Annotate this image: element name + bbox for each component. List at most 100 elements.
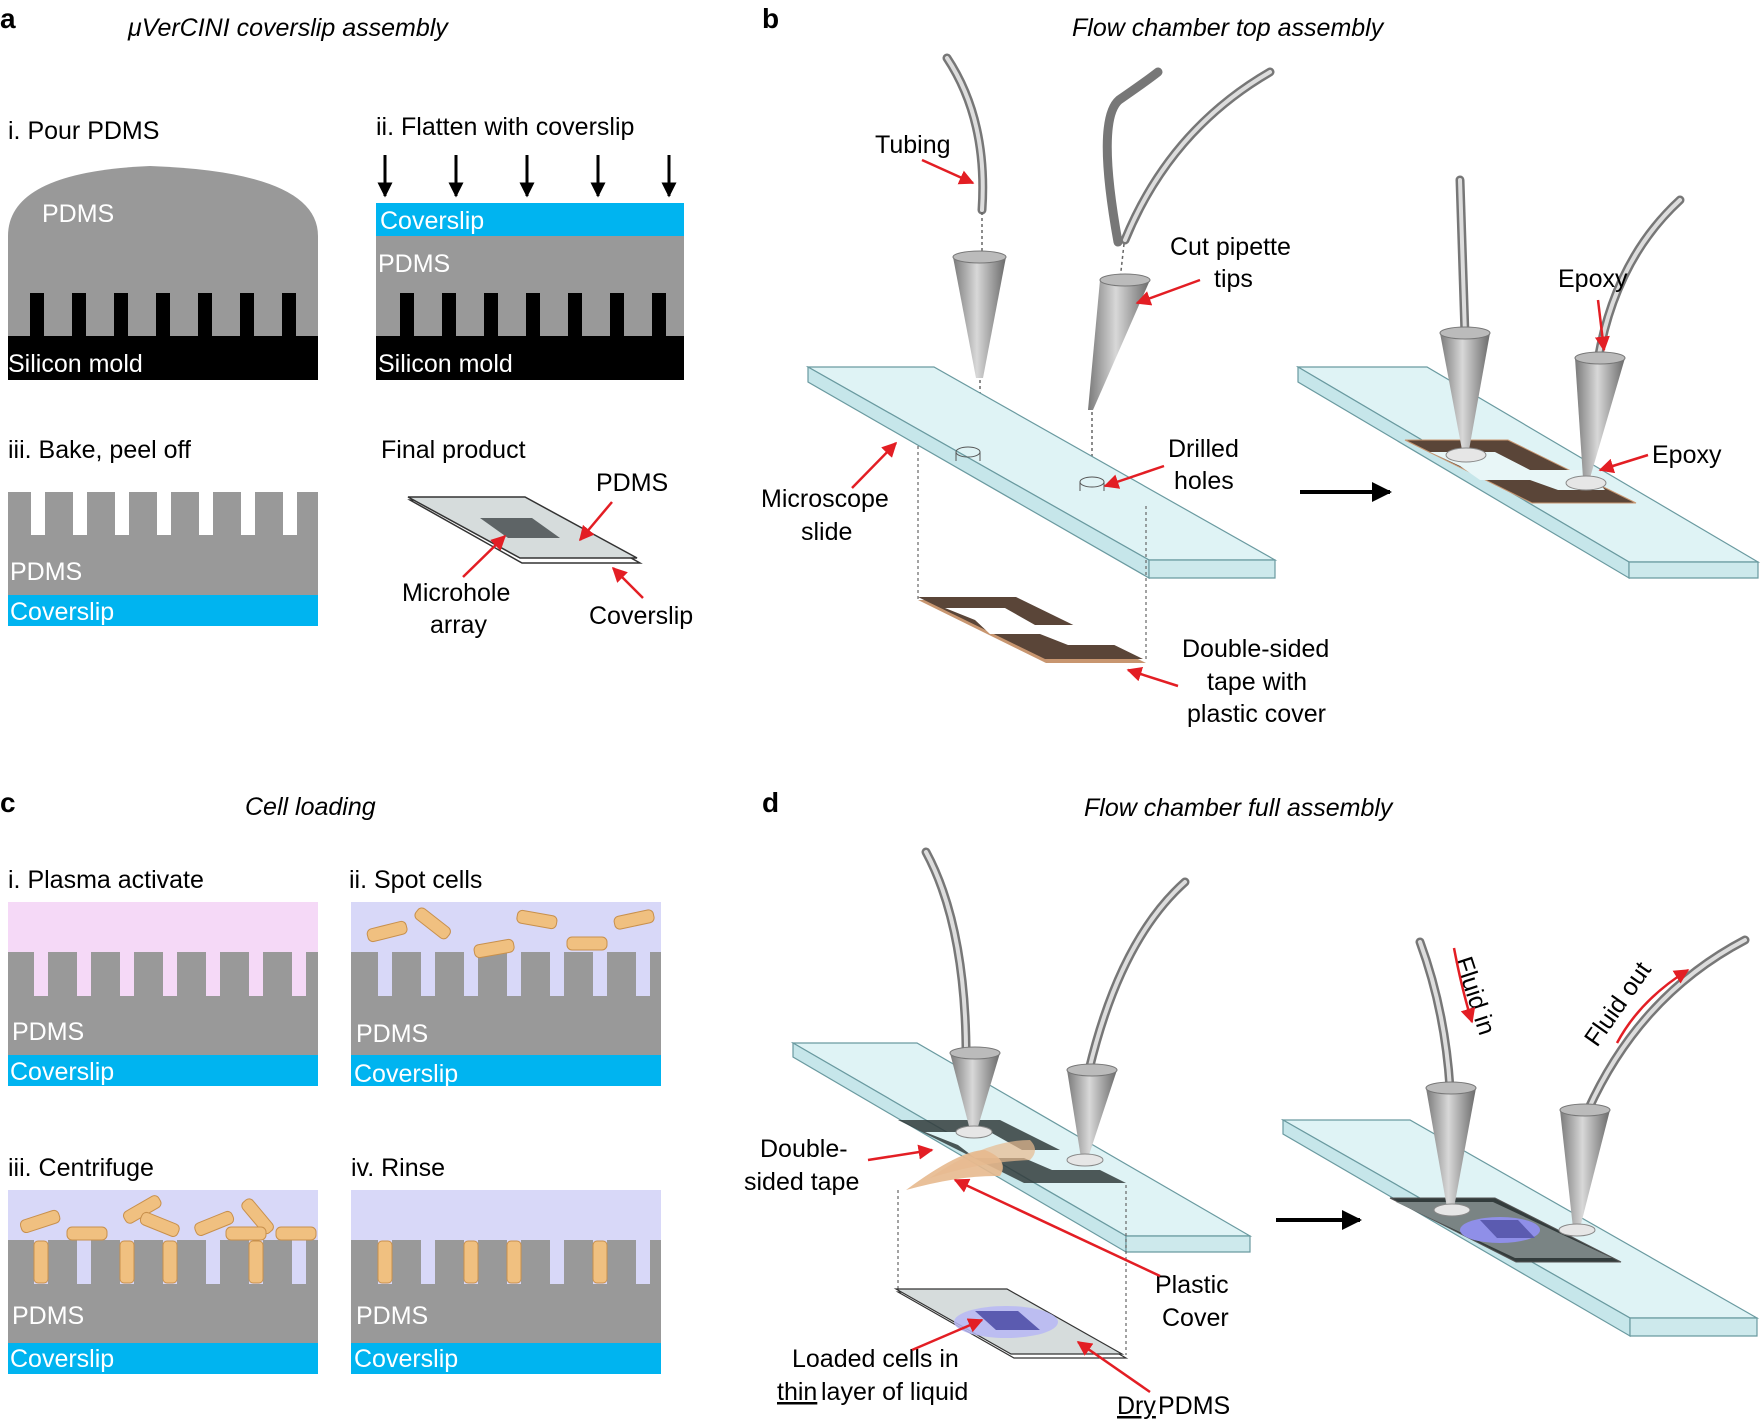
- silicon-mold-pillars-2: [400, 293, 666, 338]
- coverslip-bottom: [8, 595, 318, 626]
- holes-c2: [378, 952, 650, 996]
- press-arrows: [377, 155, 677, 198]
- tape-label-1: Double-sided: [1182, 635, 1329, 663]
- coverslip-label-c4: Coverslip: [354, 1345, 458, 1373]
- silicon-mold-label-2: Silicon mold: [378, 350, 513, 378]
- panel-b: b Flow chamber top assembly: [761, 3, 1761, 728]
- pdms-label-c1: PDMS: [12, 1018, 84, 1046]
- panel-a-letter: a: [0, 3, 16, 34]
- microhole-label-1: Microhole: [402, 579, 510, 607]
- medium-region-c4: [351, 1190, 661, 1240]
- microhole-label-2: array: [430, 611, 487, 639]
- activated-holes: [34, 952, 306, 996]
- slide-label-1: Microscope: [761, 485, 889, 513]
- fluid-out-arrow: [1615, 968, 1690, 1044]
- panel-a: a μVerCINI coverslip assembly i. Pour PD…: [0, 3, 693, 639]
- pdms-label-c2: PDMS: [356, 1020, 428, 1048]
- tape-label-2: tape with: [1207, 668, 1307, 696]
- cut-tips-label-2: tips: [1214, 265, 1253, 293]
- silicon-mold-label-1: Silicon mold: [8, 350, 143, 378]
- holes-label-1: Drilled: [1168, 435, 1239, 463]
- dry-pointer: [1076, 1340, 1151, 1394]
- fluid-in-arrow: [1452, 947, 1476, 1024]
- coverslip-c1: [8, 1055, 318, 1086]
- coverslip-label-3: Coverslip: [10, 598, 114, 626]
- panel-d: d Flow chamber full assembly: [744, 787, 1760, 1420]
- loaded-coverslip-d: [893, 1288, 1129, 1359]
- pdms-label-c4: PDMS: [356, 1302, 428, 1330]
- pdms-block-c2: [351, 952, 661, 1055]
- pdms-pointer-arrow: [579, 501, 613, 542]
- panel-b-letter: b: [762, 3, 779, 34]
- cover-label-1: Plastic: [1155, 1271, 1229, 1299]
- microhole-pointer-arrow: [462, 534, 507, 578]
- coverslip-c2: [351, 1055, 661, 1086]
- cells-label-1: Loaded cells in: [792, 1345, 959, 1373]
- cover-label-2: Cover: [1162, 1304, 1229, 1332]
- coverslip-label-c2: Coverslip: [354, 1060, 458, 1088]
- plasma-region: [8, 902, 318, 952]
- spotted-cells: [366, 907, 655, 959]
- panel-c-title: Cell loading: [245, 793, 376, 821]
- step-centrifuge-label: iii. Centrifuge: [8, 1154, 154, 1182]
- loaded-cells-c3: [33, 1240, 264, 1284]
- tape-pointer: [1126, 666, 1179, 688]
- surface-cells-c3: [19, 1195, 317, 1241]
- cells-label-2-underlined: thin: [777, 1378, 817, 1406]
- panel-c: c Cell loading i. Plasma activate PDMS C…: [0, 787, 661, 1374]
- cut-tips-pointer: [1135, 278, 1201, 306]
- dry-label-underlined: Dry: [1117, 1392, 1156, 1420]
- final-coverslip-label: Coverslip: [589, 602, 693, 630]
- tubing-right: [1102, 67, 1163, 247]
- epoxy-pointer-2: [1598, 453, 1649, 474]
- panel-a-title: μVerCINI coverslip assembly: [127, 14, 449, 42]
- microholes: [31, 492, 297, 535]
- assembled-top: [1295, 365, 1761, 580]
- slide-pointer: [851, 441, 898, 489]
- coverslip-label-c3: Coverslip: [10, 1345, 114, 1373]
- step-bake-label: iii. Bake, peel off: [8, 436, 191, 464]
- holes-label-2: holes: [1174, 467, 1234, 495]
- final-product-label: Final product: [381, 436, 526, 464]
- epoxy-seal-left: [1445, 447, 1487, 463]
- step-spot-label: ii. Spot cells: [349, 866, 482, 894]
- coverslip-pointer-arrow: [611, 566, 644, 599]
- assembled-tip-left: [1440, 333, 1490, 450]
- step-plasma-label: i. Plasma activate: [8, 866, 204, 894]
- pipette-tip-right: [1088, 280, 1150, 410]
- pipette-tip-left: [953, 257, 1006, 378]
- assembled-tip-right: [1575, 358, 1625, 478]
- final-pdms-label: PDMS: [596, 469, 668, 497]
- tape-label-3: plastic cover: [1187, 700, 1326, 728]
- silicon-mold: [8, 336, 318, 380]
- coverslip-label-2: Coverslip: [380, 207, 484, 235]
- pdms-block-c4: [351, 1240, 661, 1343]
- panel-d-letter: d: [762, 787, 779, 818]
- panel-d-title: Flow chamber full assembly: [1084, 794, 1394, 822]
- coverslip-c3: [8, 1343, 318, 1374]
- dry-label-rest: PDMS: [1158, 1392, 1230, 1420]
- step-rinse-label: iv. Rinse: [351, 1154, 445, 1182]
- fully-assembled-chamber: [1280, 1118, 1760, 1338]
- pdms-label-3: PDMS: [10, 558, 82, 586]
- tape-d-label-1: Double-: [760, 1135, 848, 1163]
- coverslip-label-c1: Coverslip: [10, 1058, 114, 1086]
- epoxy-label-1: Epoxy: [1558, 265, 1628, 293]
- cells-label-2-rest: layer of liquid: [821, 1378, 968, 1406]
- tape-d-label-2: sided tape: [744, 1168, 859, 1196]
- final-product-drawing: [407, 496, 643, 564]
- tubing-label: Tubing: [875, 131, 951, 159]
- panel-b-title: Flow chamber top assembly: [1072, 14, 1385, 42]
- pdms-label-1: PDMS: [42, 200, 114, 228]
- pour-pdms-diagram: [8, 166, 318, 380]
- pdms-label-2: PDMS: [378, 250, 450, 278]
- pdms-label-c3: PDMS: [12, 1302, 84, 1330]
- cut-tips-label-1: Cut pipette: [1170, 233, 1291, 261]
- coverslip-top: [376, 203, 684, 236]
- double-sided-tape: [918, 597, 1146, 663]
- microscope-slide: [805, 365, 1278, 580]
- cover-pointer: [953, 1178, 1161, 1278]
- cells-pointer: [911, 1318, 984, 1352]
- holes-pointer: [1103, 464, 1165, 489]
